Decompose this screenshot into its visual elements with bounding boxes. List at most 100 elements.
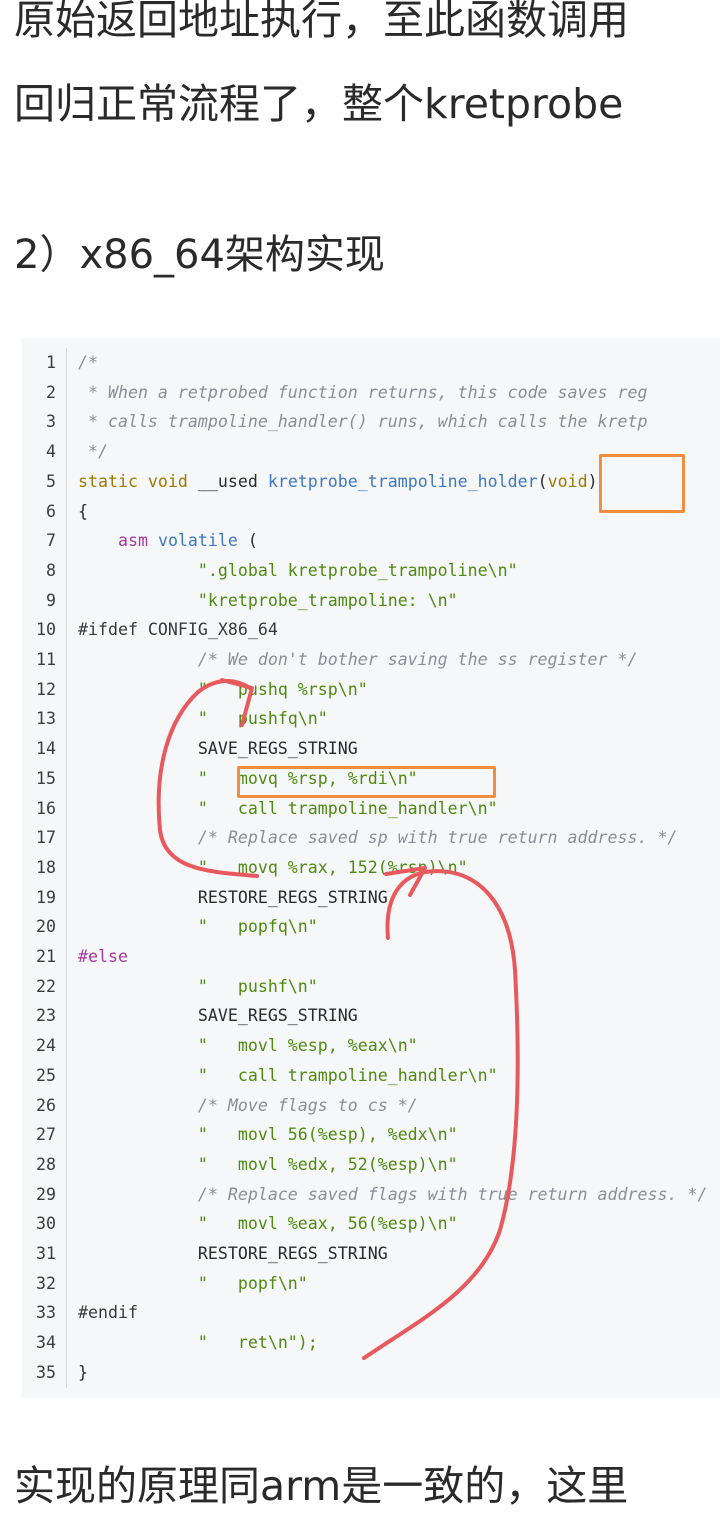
code-line: 3 * calls trampoline_handler() runs, whi… — [22, 407, 720, 437]
line-number: 9 — [46, 590, 56, 610]
code-line: 11 /* We don't bother saving the ss regi… — [22, 645, 720, 675]
code-token: " call trampoline_handler\n" — [197, 798, 498, 818]
code-token — [78, 561, 198, 580]
code-line: 30 " movl %eax, 56(%esp)\n" — [22, 1209, 720, 1239]
code-token: /* Replace saved sp with true return add… — [197, 828, 678, 848]
line-number: 30 — [36, 1214, 56, 1234]
line-number: 24 — [36, 1036, 56, 1056]
code-token: " movl %edx, 52(%esp)\n" — [197, 1154, 458, 1174]
code-line: 9 "kretprobe_trampoline: \n" — [22, 586, 720, 616]
code-token — [148, 531, 158, 550]
code-token: ) — [587, 471, 598, 491]
code-line: 2 * When a retprobed function returns, t… — [22, 378, 720, 408]
code-token — [78, 1274, 198, 1293]
code-token — [78, 1036, 198, 1055]
code-token: "kretprobe_trampoline: \n" — [197, 590, 458, 610]
code-line: 35} — [22, 1358, 720, 1388]
gutter-divider — [66, 348, 67, 1388]
line-number: 33 — [36, 1303, 56, 1323]
code-token — [78, 531, 118, 550]
paragraph-top-line-2: 回归正常流程了，整个kretprobe — [14, 80, 624, 128]
line-number: 5 — [46, 471, 56, 491]
code-line: 26 /* Move flags to cs */ — [22, 1091, 720, 1121]
code-token: " movl %eax, 56(%esp)\n" — [197, 1214, 458, 1234]
line-number: 28 — [36, 1154, 56, 1174]
code-line: 12 " pushq %rsp\n" — [22, 675, 720, 705]
code-line: 24 " movl %esp, %eax\n" — [22, 1031, 720, 1061]
line-number: 17 — [36, 828, 56, 848]
code-line: 23 SAVE_REGS_STRING — [22, 1001, 720, 1031]
code-token: #else — [78, 947, 128, 966]
code-token — [78, 799, 198, 818]
code-line: 7 asm volatile ( — [22, 526, 720, 556]
line-number: 14 — [36, 739, 56, 759]
code-token: { — [78, 501, 88, 521]
code-line: 6{ — [22, 497, 720, 527]
code-token — [78, 1185, 198, 1204]
line-number: 13 — [36, 709, 56, 729]
line-number: 18 — [36, 857, 56, 877]
line-number: 1 — [46, 353, 56, 372]
code-line: 17 /* Replace saved sp with true return … — [22, 823, 720, 853]
code-token: #ifdef CONFIG_X86_64 — [78, 620, 278, 640]
code-line: 22 " pushf\n" — [22, 972, 720, 1002]
code-token — [78, 1066, 198, 1085]
code-token: " ret\n"); — [197, 1333, 318, 1353]
code-token: /* Move flags to cs */ — [197, 1095, 418, 1115]
line-number: 29 — [36, 1184, 56, 1204]
line-number: 20 — [36, 917, 56, 937]
line-number: 7 — [46, 531, 56, 551]
code-line: 34 " ret\n"); — [22, 1328, 720, 1358]
code-line: 4 */ — [22, 437, 720, 467]
code-line: 29 /* Replace saved flags with true retu… — [22, 1180, 720, 1210]
code-line: 21#else — [22, 942, 720, 972]
line-number: 27 — [36, 1125, 56, 1145]
code-token: SAVE_REGS_STRING — [78, 1006, 358, 1026]
paragraph-top-line-1: 原始返回地址执行，至此函数调用 — [14, 0, 629, 44]
code-line: 20 " popfq\n" — [22, 912, 720, 942]
code-line: 33 #endif — [22, 1298, 720, 1328]
code-token: __used — [187, 471, 268, 491]
code-line: 13 " pushfq\n" — [22, 704, 720, 734]
code-token: #endif — [78, 1303, 138, 1323]
code-token — [78, 769, 198, 788]
line-number: 35 — [36, 1362, 56, 1382]
line-number: 23 — [36, 1006, 56, 1026]
line-number: 3 — [46, 412, 56, 432]
code-token: */ — [78, 442, 108, 462]
code-token: ( — [537, 471, 548, 491]
code-token: " movq %rax, 152(%rsp)\n" — [197, 857, 468, 877]
code-token: * calls trampoline_handler() runs, which… — [78, 412, 648, 432]
code-token: " pushq %rsp\n" — [197, 679, 368, 699]
line-number: 15 — [36, 768, 56, 788]
code-token — [78, 858, 198, 877]
code-token: " pushfq\n" — [197, 709, 328, 729]
line-number: 25 — [36, 1065, 56, 1085]
code-line: 1/* — [22, 348, 720, 378]
code-line: 25 " call trampoline_handler\n" — [22, 1061, 720, 1091]
code-token: } — [78, 1362, 88, 1382]
code-line: 31 RESTORE_REGS_STRING — [22, 1239, 720, 1269]
line-number: 26 — [36, 1095, 56, 1115]
line-number: 12 — [36, 679, 56, 699]
highlight-box-void — [599, 454, 685, 513]
code-token: /* Replace saved flags with true return … — [197, 1184, 708, 1204]
code-token: " popfq\n" — [197, 917, 318, 937]
line-number: 34 — [36, 1333, 56, 1353]
code-token: kretprobe_trampoline_holder — [267, 471, 538, 491]
code-token: RESTORE_REGS_STRING — [78, 1244, 388, 1263]
code-token: * When a retprobed function returns, thi… — [78, 382, 648, 402]
code-line: 14 SAVE_REGS_STRING — [22, 734, 720, 764]
section-heading: 2）x86_64架构实现 — [14, 232, 385, 278]
code-line: 32 " popf\n" — [22, 1269, 720, 1299]
code-line: 8 ".global kretprobe_trampoline\n" — [22, 556, 720, 586]
code-token — [78, 828, 198, 847]
code-token: void — [547, 471, 588, 491]
code-token — [78, 1214, 198, 1233]
code-line: 27 " movl 56(%esp), %edx\n" — [22, 1120, 720, 1150]
code-token — [78, 709, 198, 728]
code-token: RESTORE_REGS_STRING — [78, 887, 388, 907]
highlight-box-movq-rsp-rdi — [237, 766, 496, 798]
code-token — [78, 1096, 198, 1115]
